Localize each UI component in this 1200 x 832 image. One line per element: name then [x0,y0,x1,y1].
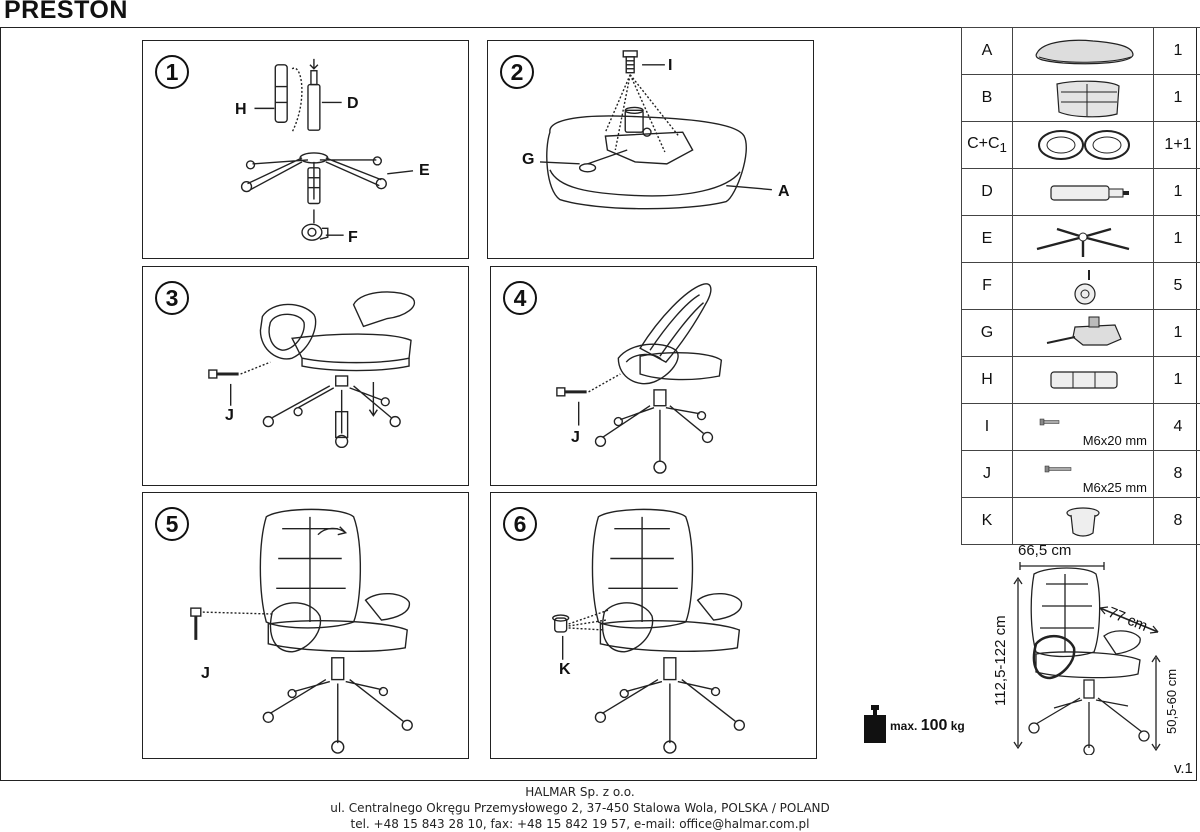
seat-cushion-icon [1012,27,1154,75]
label-d: D [347,95,359,112]
footer-contact: tel. +48 15 843 28 10, fax: +48 15 842 1… [350,817,810,831]
part-code: K [961,497,1013,545]
part-row-f: F 5 [961,262,1200,310]
part-row-k: K 8 [961,497,1200,545]
part-qty: 1 [1153,215,1200,263]
label-j-step4: J [571,429,580,446]
part-qty: 1 [1153,74,1200,122]
part-code: G [961,309,1013,357]
tilt-mechanism-icon [1012,309,1154,357]
step-2-illustration [539,50,772,210]
part-qty: 8 [1153,497,1200,545]
footer-address: ul. Centralnego Okręgu Przemysłowego 2, … [330,801,830,815]
weight-icon [864,705,886,743]
part-row-h: H 1 [961,356,1200,404]
label-f: F [348,229,358,246]
part-qty: 1+1 [1153,121,1200,169]
label-i: I [668,57,673,74]
step-4-panel: 4 J [490,266,817,486]
step-2-panel: 2 I G A [487,40,814,259]
star-base-icon [1012,215,1154,263]
max-load: max. 100 kg [862,705,965,748]
part-qty: 1 [1153,356,1200,404]
step-3-panel: 3 J [142,266,469,486]
bolt-long-icon: M6x25 mm [1012,450,1154,498]
step-4-illustration [556,283,723,474]
part-size: M6x20 mm [1082,433,1147,448]
part-code: B [961,74,1013,122]
dimension-height: 112,5-122 cm [992,615,1009,706]
caster-icon [1012,262,1154,310]
step-1-number: 1 [155,55,189,89]
part-code: I [961,403,1013,451]
product-title: PRESTON [4,0,128,24]
label-a: A [778,183,790,200]
part-code: E [961,215,1013,263]
step-2-number: 2 [500,55,534,89]
step-4-number: 4 [503,281,537,315]
part-qty: 1 [1153,309,1200,357]
label-h: H [235,101,247,118]
step-5-number: 5 [155,507,189,541]
dimension-seat-height: 50,5-60 cm [1164,668,1179,734]
footer-company: HALMAR Sp. z o.o. [525,785,635,799]
step-5-panel: 5 J [142,492,469,759]
part-qty: 1 [1153,27,1200,75]
label-j-step3: J [225,407,234,424]
label-g: G [522,151,535,168]
parts-table: A 1 B 1 C+C1 1+1 D 1 [961,27,1200,545]
part-size: M6x25 mm [1082,480,1147,495]
step-6-illustration [552,508,746,754]
part-code: F [961,262,1013,310]
part-code: C+C1 [961,121,1013,169]
part-code: A [961,27,1013,75]
dimension-width: 66,5 cm [1018,542,1072,559]
part-qty: 8 [1153,450,1200,498]
part-row-i: I M6x20 mm 4 [961,403,1200,451]
dimensions-chair-illustration [1013,562,1161,755]
bolt-short-icon: M6x20 mm [1012,403,1154,451]
step-1-illustration [240,58,414,241]
part-row-a: A 1 [961,27,1200,75]
max-load-text: max. 100 kg [890,717,965,734]
step-3-illustration [208,291,416,449]
cap-icon [1012,497,1154,545]
part-code: D [961,168,1013,216]
gas-lift-icon [1012,168,1154,216]
part-code: J [961,450,1013,498]
part-qty: 5 [1153,262,1200,310]
label-j-step5: J [201,665,210,682]
part-row-e: E 1 [961,215,1200,263]
step-3-number: 3 [155,281,189,315]
part-qty: 1 [1153,168,1200,216]
part-row-c: C+C1 1+1 [961,121,1200,169]
armrests-icon [1012,121,1154,169]
part-qty: 4 [1153,403,1200,451]
label-k: K [559,661,571,678]
part-code: H [961,356,1013,404]
label-e: E [419,162,430,179]
step-6-number: 6 [503,507,537,541]
version-label: v.1 [1174,760,1193,777]
step-6-panel: 6 K [490,492,817,759]
dimensions-diagram: 66,5 cm 77 cm 112,5-122 cm 50,5-60 cm [990,540,1200,755]
step-5-illustration [190,508,413,754]
part-row-g: G 1 [961,309,1200,357]
part-row-d: D 1 [961,168,1200,216]
gas-lift-cover-icon [1012,356,1154,404]
step-1-panel: 1 H D E F [142,40,469,259]
part-row-b: B 1 [961,74,1200,122]
backrest-icon [1012,74,1154,122]
part-row-j: J M6x25 mm 8 [961,450,1200,498]
